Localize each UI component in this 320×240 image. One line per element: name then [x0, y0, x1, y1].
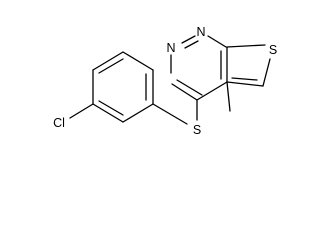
bond	[262, 58, 271, 87]
bond	[92, 103, 124, 123]
molecule-structure: N N S S Cl	[53, 25, 277, 137]
bond	[98, 58, 124, 74]
atom-cl: Cl	[53, 116, 65, 130]
bond	[184, 40, 199, 49]
atom-n-left: N	[166, 41, 175, 55]
bond	[226, 81, 264, 87]
bond	[98, 100, 124, 116]
bond	[226, 81, 231, 112]
bond	[69, 103, 94, 119]
bond	[176, 79, 203, 96]
bond	[231, 77, 258, 81]
molecule-diagram: N N S S Cl	[53, 25, 278, 137]
bond	[226, 44, 266, 48]
bond	[92, 51, 124, 71]
bond	[196, 81, 228, 101]
bond	[207, 35, 227, 48]
bond	[152, 103, 188, 125]
bond	[181, 35, 196, 44]
atom-s-ring: S	[269, 43, 277, 57]
atom-s-link: S	[193, 123, 201, 137]
atom-n-top: N	[196, 25, 205, 39]
bond	[171, 83, 198, 101]
bond	[122, 103, 154, 123]
bond	[122, 51, 154, 71]
